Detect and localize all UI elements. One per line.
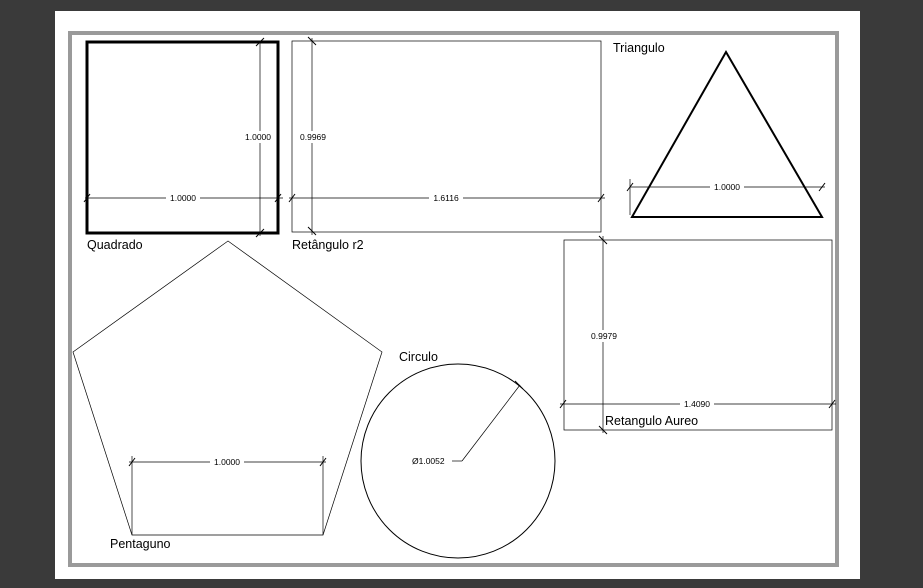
rectangle-r2-label: Retângulo r2	[292, 238, 364, 252]
rectangle-r2-dim-vertical-text: 0.9969	[300, 132, 326, 142]
dim-tick	[255, 37, 265, 47]
pentagon: 1.0000 Pentaguno	[72, 240, 383, 551]
golden-rectangle: 0.9979 1.4090 Retangulo Aureo	[559, 235, 836, 435]
dim-text-mask	[680, 398, 714, 410]
dim-tick	[307, 226, 317, 236]
square-dim-horizontal-text: 1.0000	[170, 193, 196, 203]
square: 1.0000 1.0000 Quadrado	[83, 37, 283, 252]
dim-text-mask	[296, 131, 330, 143]
square-dim-vertical-text: 1.0000	[245, 132, 271, 142]
rectangle-r2: 0.9969 1.6116 Retângulo r2	[288, 36, 605, 252]
rectangle-r2-outline	[291, 40, 602, 233]
dim-text-mask	[241, 131, 275, 143]
golden-rectangle-outline	[563, 239, 833, 431]
dim-text-mask	[210, 456, 244, 468]
dim-tick	[598, 425, 608, 435]
circle-dim-leader	[461, 384, 521, 462]
triangle-label: Triangulo	[613, 41, 665, 55]
dim-tick	[626, 182, 634, 192]
circle: Circulo Ø1.0052	[360, 350, 556, 559]
square-outline	[85, 40, 280, 235]
dim-tick	[598, 235, 608, 245]
triangle-dim-base-text: 1.0000	[714, 182, 740, 192]
dim-text-mask	[429, 192, 463, 204]
drawing-sheet	[55, 11, 860, 579]
dim-tick	[307, 36, 317, 46]
pentagon-outline	[72, 240, 383, 536]
dim-tick	[83, 193, 91, 203]
circle-outline	[360, 363, 556, 559]
triangle: Triangulo 1.0000	[613, 41, 826, 218]
dim-tick	[559, 399, 567, 409]
golden-rectangle-dim-horizontal-text: 1.4090	[684, 399, 710, 409]
dim-tick	[818, 182, 826, 192]
square-label: Quadrado	[87, 238, 143, 252]
dim-tick	[288, 193, 296, 203]
dim-tick	[828, 399, 836, 409]
pentagon-dim-side-text: 1.0000	[214, 457, 240, 467]
circle-label: Circulo	[399, 350, 438, 364]
dim-tick	[128, 457, 136, 467]
sheet-border	[68, 31, 839, 567]
rectangle-r2-dim-horizontal-text: 1.6116	[433, 193, 459, 203]
golden-rectangle-label: Retangulo Aureo	[605, 414, 698, 428]
dim-tick	[514, 380, 524, 390]
dim-tick	[597, 193, 605, 203]
dim-tick	[255, 228, 265, 238]
dim-tick	[319, 457, 327, 467]
dim-text-mask	[710, 181, 744, 193]
pentagon-label: Pentaguno	[110, 537, 171, 551]
golden-rectangle-dim-vertical-text: 0.9979	[591, 331, 617, 341]
triangle-outline	[630, 49, 824, 218]
circle-dim-diameter-text: Ø1.0052	[412, 456, 445, 466]
dim-text-mask	[587, 330, 621, 342]
dim-tick	[274, 193, 282, 203]
dim-text-mask	[166, 192, 200, 204]
